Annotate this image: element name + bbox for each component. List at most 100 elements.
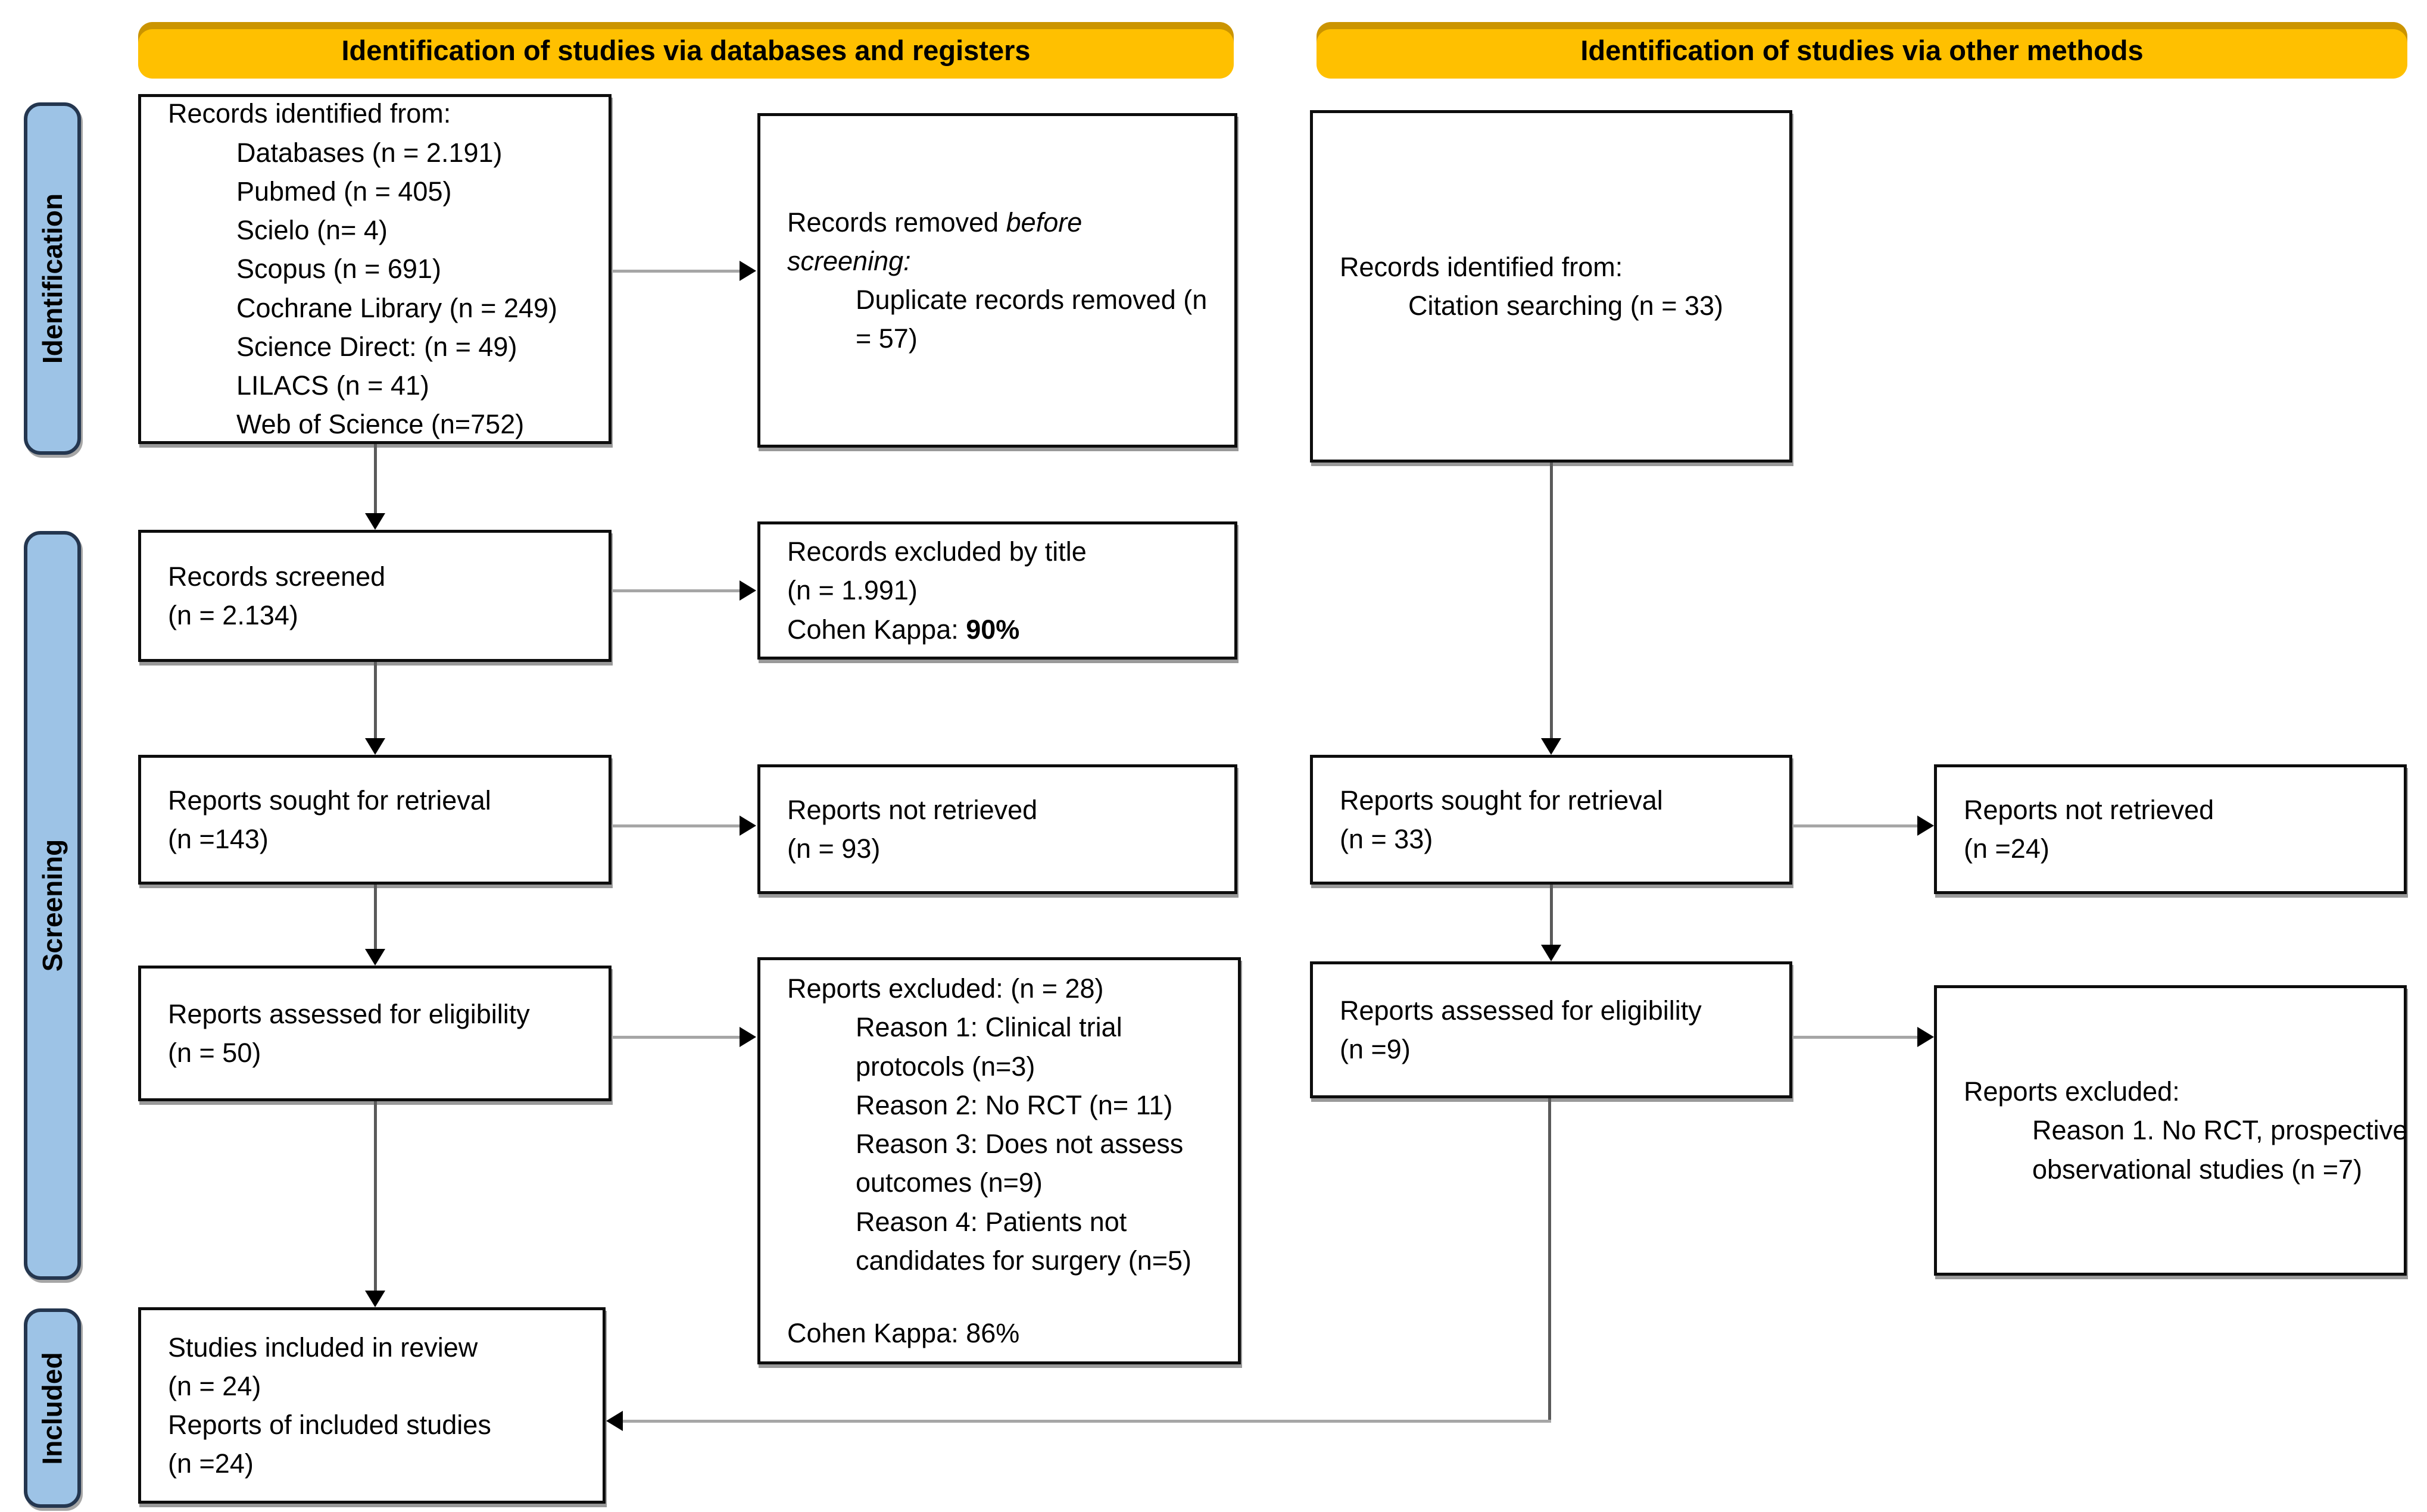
text-line: Records excluded by title xyxy=(787,536,1087,567)
text-line: LILACS (n = 41) xyxy=(236,370,429,401)
arrow-right-icon xyxy=(740,1027,756,1047)
text-line: Cohen Kappa: 86% xyxy=(787,1317,1020,1348)
text-line: (n = 2.134) xyxy=(168,600,298,630)
arrow-right-icon xyxy=(1917,816,1934,836)
text-line: Reports of included studies xyxy=(168,1410,491,1440)
banner-other-methods: Identification of studies via other meth… xyxy=(1317,22,2407,79)
text-line: (n = 33) xyxy=(1340,824,1433,854)
text-line: Reports assessed for eligibility xyxy=(1340,995,1702,1026)
connector-line xyxy=(374,885,377,949)
text-line: Records identified from: xyxy=(1340,251,1623,282)
box-reports-assessed-other: Reports assessed for eligibility (n =9) xyxy=(1310,961,1792,1098)
text-line: Records removed before xyxy=(787,203,1219,242)
text-line: candidates for surgery (n=5) xyxy=(856,1245,1192,1276)
text-line: (n = 50) xyxy=(168,1038,261,1068)
text-line: Scopus (n = 691) xyxy=(236,254,441,285)
text-line: (n = 93) xyxy=(787,833,881,864)
text-line: observational studies (n =7) xyxy=(2032,1154,2363,1185)
spacer xyxy=(787,1280,1223,1314)
box-reports-not-retrieved-other: Reports not retrieved (n =24) xyxy=(1934,764,2407,894)
text-line: Reason 1: Clinical trial xyxy=(856,1012,1122,1043)
connector-line xyxy=(374,662,377,738)
text-segment-bold: 90% xyxy=(966,614,1020,645)
text-line: (n = 1.991) xyxy=(787,575,918,606)
box-reports-assessed-databases: Reports assessed for eligibility (n = 50… xyxy=(138,966,612,1101)
text-line: (n =24) xyxy=(1964,833,2049,864)
text-line: Reports assessed for eligibility xyxy=(168,998,530,1029)
connector-line xyxy=(612,824,740,827)
text-line: Science Direct: (n = 49) xyxy=(236,331,517,362)
connector-line xyxy=(612,270,740,273)
text-line: Reason 2: No RCT (n= 11) xyxy=(856,1089,1173,1120)
text-line: Records identified from: xyxy=(168,98,451,129)
text-line: outcomes (n=9) xyxy=(856,1167,1043,1198)
text-line: = 57) xyxy=(856,323,918,354)
arrow-right-icon xyxy=(740,580,756,601)
arrow-down-icon xyxy=(1541,738,1561,755)
text-line: Reason 3: Does not assess xyxy=(856,1129,1184,1159)
stage-included: Included xyxy=(24,1308,81,1508)
arrow-left-icon xyxy=(606,1411,623,1431)
text-line: Web of Science (n=752) xyxy=(236,409,525,440)
arrow-down-icon xyxy=(365,738,385,755)
box-reports-sought-databases: Reports sought for retrieval (n =143) xyxy=(138,755,612,885)
stage-screening: Screening xyxy=(24,531,81,1280)
text-line: Reports sought for retrieval xyxy=(168,785,491,816)
box-reports-sought-other: Reports sought for retrieval (n = 33) xyxy=(1310,755,1792,885)
connector-line xyxy=(612,589,740,592)
text-line: Records screened xyxy=(168,561,386,592)
banner-databases-registers: Identification of studies via databases … xyxy=(138,22,1234,79)
text-line: Scielo (n= 4) xyxy=(236,215,388,246)
text-line: Reports excluded: (n = 28) xyxy=(787,973,1104,1004)
text-line: Citation searching (n = 33) xyxy=(1408,290,1724,321)
connector-line xyxy=(1550,885,1553,945)
connector-line xyxy=(1792,824,1917,827)
text-line: Cochrane Library (n = 249) xyxy=(236,292,558,323)
text-line: Reports not retrieved xyxy=(787,794,1038,825)
text-line: Reports excluded: xyxy=(1964,1076,2180,1107)
text-line: Databases (n = 2.191) xyxy=(236,137,503,168)
arrow-right-icon xyxy=(740,261,756,281)
text-segment-italic: screening: xyxy=(787,245,911,276)
arrow-down-icon xyxy=(1541,945,1561,961)
box-reports-excluded-databases: Reports excluded: (n = 28) Reason 1: Cli… xyxy=(757,957,1241,1364)
box-studies-included: Studies included in review (n = 24) Repo… xyxy=(138,1307,606,1504)
text-line: protocols (n=3) xyxy=(856,1051,1035,1082)
arrow-right-icon xyxy=(1917,1027,1934,1047)
box-records-screened: Records screened (n = 2.134) xyxy=(138,530,612,662)
connector-line xyxy=(612,1036,740,1039)
box-records-removed-before-screening: Records removed before screening: Duplic… xyxy=(757,113,1237,448)
stage-identification: Identification xyxy=(24,102,81,455)
box-records-excluded-by-title: Records excluded by title (n = 1.991) Co… xyxy=(757,521,1237,660)
text-line: Reason 1. No RCT, prospective xyxy=(2032,1115,2408,1146)
text-line: Cohen Kappa: 90% xyxy=(787,610,1219,649)
text-segment: Records removed xyxy=(787,207,1006,238)
text-line: (n = 24) xyxy=(168,1370,261,1401)
text-segment: Cohen Kappa: xyxy=(787,614,966,645)
stage-screening-label: Screening xyxy=(37,839,68,972)
text-line: Pubmed (n = 405) xyxy=(236,176,452,207)
text-line: Reports not retrieved xyxy=(1964,794,2214,825)
text-line: Duplicate records removed (n xyxy=(856,285,1208,315)
connector-line xyxy=(374,1101,377,1291)
connector-line xyxy=(1550,463,1553,738)
stage-included-label: Included xyxy=(37,1351,68,1465)
text-line: (n =9) xyxy=(1340,1034,1411,1064)
box-reports-excluded-other: Reports excluded: Reason 1. No RCT, pros… xyxy=(1934,985,2407,1276)
text-segment-italic: before xyxy=(1006,207,1083,238)
connector-line xyxy=(374,444,377,513)
box-reports-not-retrieved-databases: Reports not retrieved (n = 93) xyxy=(757,764,1237,894)
text-line: Reports sought for retrieval xyxy=(1340,785,1663,816)
arrow-right-icon xyxy=(740,816,756,836)
connector-line xyxy=(1792,1036,1917,1039)
box-records-identified-databases: Records identified from: Databases (n = … xyxy=(138,94,612,444)
stage-identification-label: Identification xyxy=(37,193,68,364)
text-line: screening: xyxy=(787,242,1219,280)
arrow-down-icon xyxy=(365,949,385,966)
connector-line xyxy=(1548,1098,1551,1422)
text-line: (n =143) xyxy=(168,824,269,854)
text-line: Reason 4: Patients not xyxy=(856,1206,1127,1237)
arrow-down-icon xyxy=(365,1291,385,1307)
connector-line xyxy=(623,1420,1551,1423)
